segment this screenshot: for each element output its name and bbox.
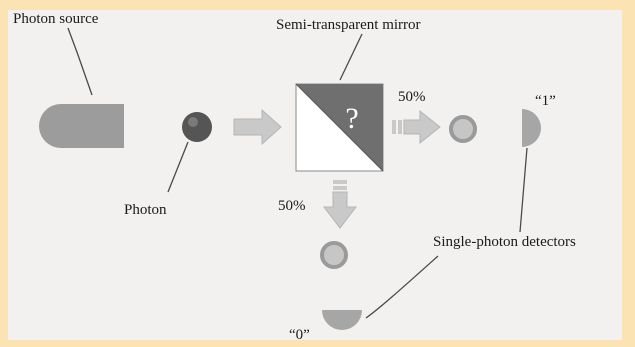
arrow-to-mirror bbox=[233, 108, 282, 146]
percent-right-label: 50% bbox=[398, 89, 426, 105]
detector-zero-shape bbox=[322, 310, 362, 330]
mirror-diagonal bbox=[295, 83, 384, 172]
detector-zero-label: “0” bbox=[289, 327, 310, 343]
detector-one-shape bbox=[522, 109, 541, 147]
detector-zero-callout-line bbox=[365, 255, 439, 319]
photon-source-shape bbox=[39, 104, 124, 148]
ring-photon-down bbox=[320, 241, 348, 269]
photon-highlight bbox=[188, 117, 198, 127]
photon-source-callout-line bbox=[67, 27, 93, 96]
mirror-label: Semi-transparent mirror bbox=[276, 17, 421, 33]
percent-down-label: 50% bbox=[278, 198, 306, 214]
detector-one-label: “1” bbox=[535, 93, 556, 109]
mirror-question-mark: ? bbox=[345, 102, 358, 135]
photon-source-label: Photon source bbox=[13, 11, 99, 27]
photon-label: Photon bbox=[124, 202, 167, 218]
photon-callout-line bbox=[167, 141, 189, 193]
detectors-label: Single-photon detectors bbox=[433, 234, 576, 250]
mirror-callout-line bbox=[339, 33, 363, 81]
arrow-right-to-detector bbox=[392, 109, 441, 145]
ring-photon-right bbox=[449, 115, 477, 143]
detector-one-callout-line bbox=[519, 147, 528, 233]
photon-sphere bbox=[182, 112, 212, 142]
arrow-down-to-detector bbox=[322, 180, 358, 229]
diagram-panel bbox=[8, 10, 622, 340]
